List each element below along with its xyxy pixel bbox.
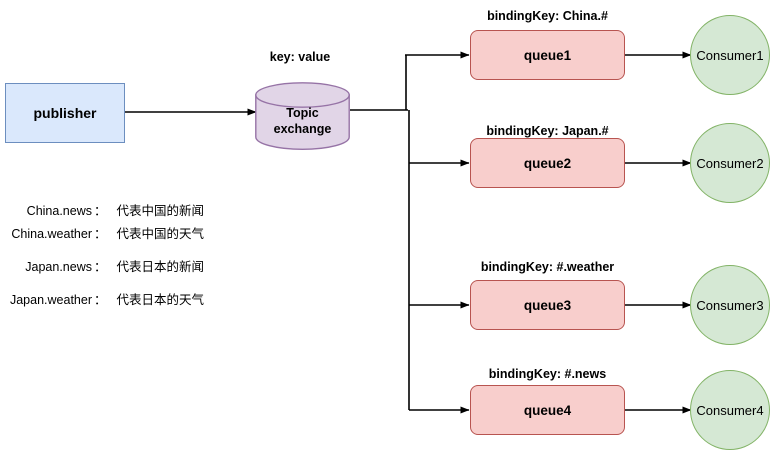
legend-colon-4: ： [94, 293, 107, 307]
legend-item-4: Japan.weather ： 代表日本的天气 [0, 289, 260, 312]
queue-node-1[interactable]: queue1 [470, 30, 625, 80]
legend-key-4: Japan.weather [9, 293, 92, 307]
legend-spacer-2 [0, 279, 260, 289]
consumer-node-3[interactable] [690, 265, 770, 345]
topic-exchange-label: Topic exchange [247, 100, 358, 144]
consumer-label-2: Consumer2 [696, 155, 764, 171]
routing-key-legend: China.news ： 代表中国的新闻 China.weather ： 代表中… [0, 200, 260, 312]
exchange-line-1: Topic [286, 106, 319, 121]
queue-node-4[interactable]: queue4 [470, 385, 625, 435]
consumer-label-1: Consumer1 [696, 47, 764, 63]
legend-colon-3: ： [94, 260, 107, 274]
consumer-node-2[interactable] [690, 123, 770, 203]
consumer-label-3: Consumer3 [696, 297, 764, 313]
legend-key-2: China.weather [11, 227, 92, 241]
cylinder-shape [255, 82, 350, 151]
binding-key-label-3: bindingKey: #.weather [480, 259, 615, 274]
legend-value-3: 代表日本的新闻 [116, 260, 205, 274]
legend-item-1: China.news ： 代表中国的新闻 [0, 200, 260, 223]
legend-colon-1: ： [94, 204, 107, 218]
binding-key-label-2: bindingKey: Japan.# [486, 123, 609, 138]
legend-item-3: Japan.news ： 代表日本的新闻 [0, 256, 260, 279]
legend-colon-2: ： [94, 227, 107, 241]
publisher-node[interactable]: publisher [5, 83, 125, 143]
consumer-node-4[interactable] [690, 370, 770, 450]
queue-node-3[interactable]: queue3 [470, 280, 625, 330]
binding-key-label-1: bindingKey: China.# [487, 8, 608, 23]
legend-key-1: China.news [26, 204, 92, 218]
consumer-label-4: Consumer4 [696, 402, 764, 418]
binding-key-label-4: bindingKey: #.news [488, 366, 607, 381]
exchange-line-2: exchange [273, 122, 332, 136]
legend-value-2: 代表中国的天气 [116, 227, 205, 241]
legend-value-1: 代表中国的新闻 [116, 204, 205, 218]
legend-value-4: 代表日本的天气 [116, 293, 205, 307]
legend-key-3: Japan.news [25, 260, 92, 274]
topic-exchange-node[interactable]: Topic exchange [255, 82, 350, 151]
queue-node-2[interactable]: queue2 [470, 138, 625, 188]
legend-item-2: China.weather ： 代表中国的天气 [0, 223, 260, 246]
key-value-label: key: value [269, 49, 331, 64]
consumer-node-1[interactable] [690, 15, 770, 95]
legend-spacer [0, 246, 260, 256]
